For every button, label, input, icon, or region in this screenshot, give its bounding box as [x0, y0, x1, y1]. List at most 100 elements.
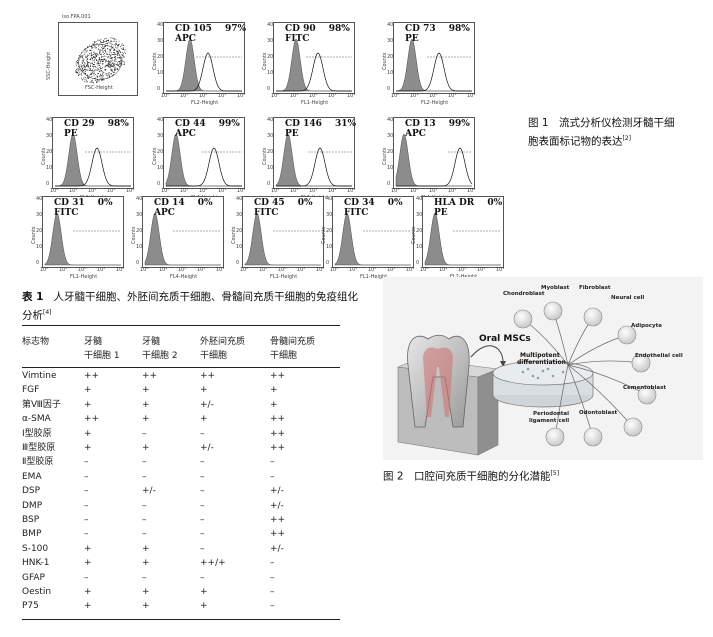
scatter-gate-label: R1 [119, 61, 126, 67]
marker-name: CD 45 [254, 198, 285, 208]
table-value-cell: – [142, 529, 147, 540]
histogram-xtick: 10³ [328, 188, 337, 194]
histogram-xtick: 10² [199, 93, 208, 99]
marker-percent: 0% [294, 198, 313, 208]
histogram-xtick: 10⁴ [467, 188, 476, 194]
histogram-xtick: 10⁴ [347, 93, 356, 99]
table-value-cell: – [200, 572, 205, 583]
table1-title-text: 人牙髓干细胞、外胚间充质干细胞、骨髓间充质干细胞的免疫组化分析 [22, 291, 358, 322]
histogram-ytick: 10 [36, 244, 43, 250]
table-value-cell: ++/+ [200, 558, 226, 569]
scatter-plot [75, 37, 126, 84]
histogram-ytick: 40 [267, 22, 274, 28]
table-value-cell: + [84, 558, 92, 569]
histogram-ytick: 40 [136, 196, 143, 202]
table-marker-cell: DSP [22, 486, 41, 497]
msc-differentiation-diagram: Oral MSCs Multipotent differentiation Ch… [383, 277, 703, 460]
table-marker-cell: DMP [22, 500, 43, 511]
tooth-illustration [397, 334, 499, 456]
histogram-plot [42, 196, 124, 268]
histogram-xtick: 10⁴ [347, 188, 356, 194]
histogram-xtick: 10² [278, 267, 287, 273]
histogram-ytick: 10 [326, 244, 333, 250]
histogram-ytick: 10 [157, 70, 164, 76]
marker-name: HLA DR [434, 198, 475, 208]
histogram-svg [44, 212, 121, 266]
histogram-xtick: 10³ [387, 267, 396, 273]
figure2-caption-ref: [5] [550, 470, 560, 477]
histogram-xtick: 10¹ [290, 93, 299, 99]
control-histogram [144, 212, 221, 266]
marker-percent: 97% [221, 24, 247, 34]
marker-histogram [276, 147, 352, 187]
table-value-cell: + [142, 587, 150, 597]
table-value-cell: + [270, 385, 278, 396]
table-value-cell: – [84, 457, 89, 468]
table-value-cell: ++ [142, 371, 158, 381]
histogram-xlabel: FL1-Height [360, 274, 388, 280]
table-marker-cell: BSP [22, 515, 40, 525]
histogram-ytick: 20 [387, 149, 394, 155]
table-value-cell: + [84, 543, 92, 554]
marker-percent: 0% [484, 198, 503, 208]
histogram-ytick: 10 [387, 70, 394, 76]
table-marker-cell: 第Ⅷ因子 [22, 399, 61, 410]
histogram-ytick: 10 [46, 165, 53, 171]
marker-dye: PE [405, 34, 419, 44]
table-bottom-rule [22, 619, 340, 621]
table-header-cell: 外胚间充质干细胞 [200, 337, 246, 361]
histogram-label: CD 146 31%PE [285, 119, 356, 139]
table-marker-cell: BMP [22, 529, 42, 540]
control-histogram [395, 133, 472, 187]
marker-dye: PE [285, 129, 299, 139]
marker-histogram [396, 147, 473, 187]
histogram-xtick: 10¹ [180, 93, 189, 99]
histogram-xtick: 10³ [477, 267, 486, 273]
histogram-label: CD 105 97%APC [175, 24, 246, 44]
histogram-label: CD 29 98%PE [64, 119, 129, 139]
histogram-xlabel: FL2-Height [421, 100, 449, 106]
table-value-cell: – [142, 572, 147, 583]
marker-dye: FITC [54, 208, 79, 218]
marker-percent: 99% [215, 119, 240, 129]
histogram-xtick: 10² [429, 93, 438, 99]
figure1-caption-line1: 图 1 流式分析仪检测牙髓干细 [528, 117, 675, 129]
histogram-ytick: 0 [387, 86, 391, 92]
histogram-label: HLA DR 0%PE [434, 198, 502, 218]
histogram-xtick: 10³ [97, 267, 106, 273]
table-value-cell: + [84, 587, 92, 597]
figure1-caption: 图 1 流式分析仪检测牙髓干细 胞表面标记物的表达[2] [528, 115, 675, 150]
histogram-ytick: 20 [326, 228, 333, 234]
table-value-cell: – [200, 471, 205, 482]
histogram-ytick: 10 [157, 165, 164, 171]
table-value-cell: ++ [270, 371, 286, 381]
histogram-ytick: 20 [46, 149, 53, 155]
histogram-xtick: 10³ [448, 188, 457, 194]
histogram-ytick: 30 [157, 133, 164, 139]
table-value-cell: + [84, 399, 92, 410]
histogram-ytick: 20 [36, 228, 43, 234]
table-value-cell: ++ [270, 529, 286, 540]
table-value-cell: – [270, 471, 275, 482]
cell-type-label: Cementoblast [623, 385, 666, 391]
histogram-xtick: 10² [178, 267, 187, 273]
msc-diagram-svg [383, 277, 703, 460]
table-value-cell: – [84, 572, 89, 583]
differentiated-cell [637, 385, 657, 405]
histogram-svg [395, 38, 472, 92]
histogram-label: CD 31 0%FITC [54, 198, 113, 218]
histogram-xtick: 10⁴ [216, 267, 225, 273]
oral-mscs-label: Oral MSCs [479, 334, 531, 344]
scatter-ylabel: SSC-Height [46, 51, 52, 80]
histogram-ytick: 40 [387, 117, 394, 123]
histogram-ytick: 0 [326, 260, 330, 266]
table-marker-cell: Ⅱ型胶原 [22, 457, 54, 468]
scatter-plot-panel: FSC-Height R1 [58, 22, 138, 96]
histogram-ytick: 0 [36, 260, 40, 266]
histogram-svg [334, 212, 411, 266]
table-value-cell: ++ [270, 428, 286, 439]
histogram-xtick: 10⁴ [237, 93, 246, 99]
histogram-xlabel: FL1-Height [70, 274, 98, 280]
marker-histogram [276, 52, 352, 92]
table-marker-cell: Ⅲ型胶原 [22, 443, 56, 453]
